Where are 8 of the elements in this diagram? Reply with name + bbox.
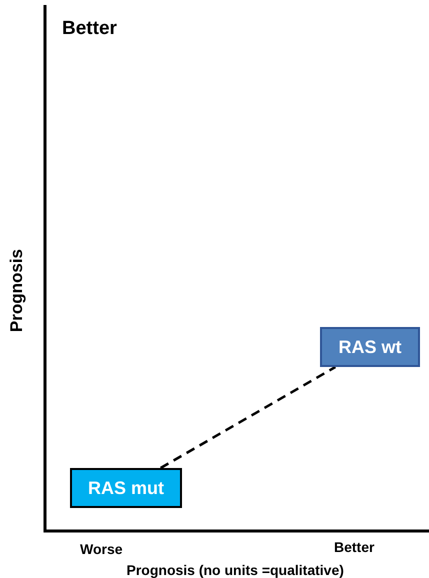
tick-label: Worse [80, 541, 123, 557]
group-box: RAS wt [320, 327, 420, 367]
axis-title: Prognosis [7, 248, 27, 332]
tick-label: Better [334, 539, 374, 555]
group-box: RAS mut [70, 468, 182, 508]
dashed-line [160, 366, 336, 470]
axis-title: Prognosis (no units =qualitative) [126, 562, 344, 578]
axis-end-label: Better [62, 18, 117, 40]
